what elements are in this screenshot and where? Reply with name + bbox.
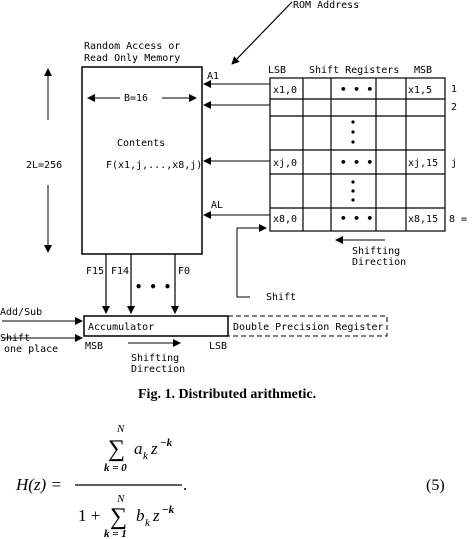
num-z: z xyxy=(150,439,158,458)
den-sum-upper: N xyxy=(116,493,125,505)
shift-registers-label: Shift Registers xyxy=(309,65,399,76)
memory-title-line2: Read Only Memory xyxy=(84,53,180,64)
den-coeff: b xyxy=(136,506,145,525)
memory-block xyxy=(81,66,203,255)
contents-function: F(x1,j,...,x8,j) xyxy=(106,160,202,171)
num-coeff-sub: k xyxy=(143,450,149,462)
num-coeff: a xyxy=(134,439,143,458)
address-line-first-label: A1 xyxy=(207,71,219,82)
num-exp: −k xyxy=(160,437,173,449)
cell-bot-left: x8,0 xyxy=(273,214,297,225)
row-index-2: 2 xyxy=(451,102,457,113)
cell-bot-right: x8,15 xyxy=(408,214,438,225)
output-f14-label: F14 xyxy=(111,266,129,277)
accumulator-lsb: LSB xyxy=(209,341,227,352)
output-ellipsis: • • • xyxy=(135,280,171,294)
output-f15-label: F15 xyxy=(86,266,104,277)
num-sum-lower: k = 0 xyxy=(104,462,127,474)
equation-number: (5) xyxy=(426,477,445,494)
equation-period: . xyxy=(183,475,187,494)
cell-mid-left: xj,0 xyxy=(273,158,297,169)
rom-address-label: ROM Address xyxy=(293,0,359,11)
output-f0-label: F0 xyxy=(178,266,190,277)
figure-caption: Fig. 1. Distributed arithmetic. xyxy=(138,387,316,402)
accumulator-label: Accumulator xyxy=(88,322,154,333)
accumulator-shift-line2: Direction xyxy=(131,364,185,375)
register-shift-line1: Shifting xyxy=(352,246,400,257)
ellipsis-bot: • • • xyxy=(340,212,373,225)
shift-one-line2: one place xyxy=(4,344,58,355)
contents-label: Contents xyxy=(117,138,165,149)
shift-control-line xyxy=(236,224,267,298)
den-one: 1 + xyxy=(78,506,100,525)
row-index-last: 8 = L xyxy=(449,214,474,225)
den-sigma: ∑ xyxy=(110,504,127,530)
equation-lhs: H(z) = xyxy=(15,475,62,494)
shift-register-grid xyxy=(269,77,446,232)
accumulator-shift-line1: Shifting xyxy=(131,353,179,364)
shift-one-line1: Shift xyxy=(0,333,30,344)
register-shift-line2: Direction xyxy=(352,257,406,268)
add-sub-label: Add/Sub xyxy=(0,307,42,318)
den-z: z xyxy=(152,506,160,525)
cell-top-left: x1,0 xyxy=(273,85,297,96)
vertical-dots xyxy=(351,120,355,202)
width-label: B=16 xyxy=(124,93,148,104)
shift-label: Shift xyxy=(266,292,296,303)
den-sum-lower: k = 1 xyxy=(104,528,127,539)
rom-address-arrow xyxy=(231,1,293,65)
double-precision-box xyxy=(227,315,388,337)
double-precision-label: Double Precision Register xyxy=(233,322,384,333)
memory-title-line1: Random Access or xyxy=(84,41,180,52)
equation-5: H(z) = N ∑ k = 0 a k z −k . 1 + N ∑ k = … xyxy=(15,423,187,539)
den-coeff-sub: k xyxy=(145,517,151,529)
row-index-1: 1 xyxy=(451,84,457,95)
cell-mid-right: xj,15 xyxy=(408,158,438,169)
row-index-j: j xyxy=(451,158,457,169)
ellipsis-top: • • • xyxy=(340,83,373,96)
num-sigma: ∑ xyxy=(108,436,125,462)
address-line-last-label: AL xyxy=(211,200,223,211)
ellipsis-mid: • • • xyxy=(340,156,373,169)
num-sum-upper: N xyxy=(116,423,125,435)
shift-msb-label: MSB xyxy=(414,65,432,76)
den-exp: −k xyxy=(162,504,175,516)
shift-lsb-label: LSB xyxy=(268,65,286,76)
height-label: 2L=256 xyxy=(26,160,62,171)
accumulator-msb: MSB xyxy=(85,341,103,352)
cell-top-right: x1,5 xyxy=(408,85,432,96)
